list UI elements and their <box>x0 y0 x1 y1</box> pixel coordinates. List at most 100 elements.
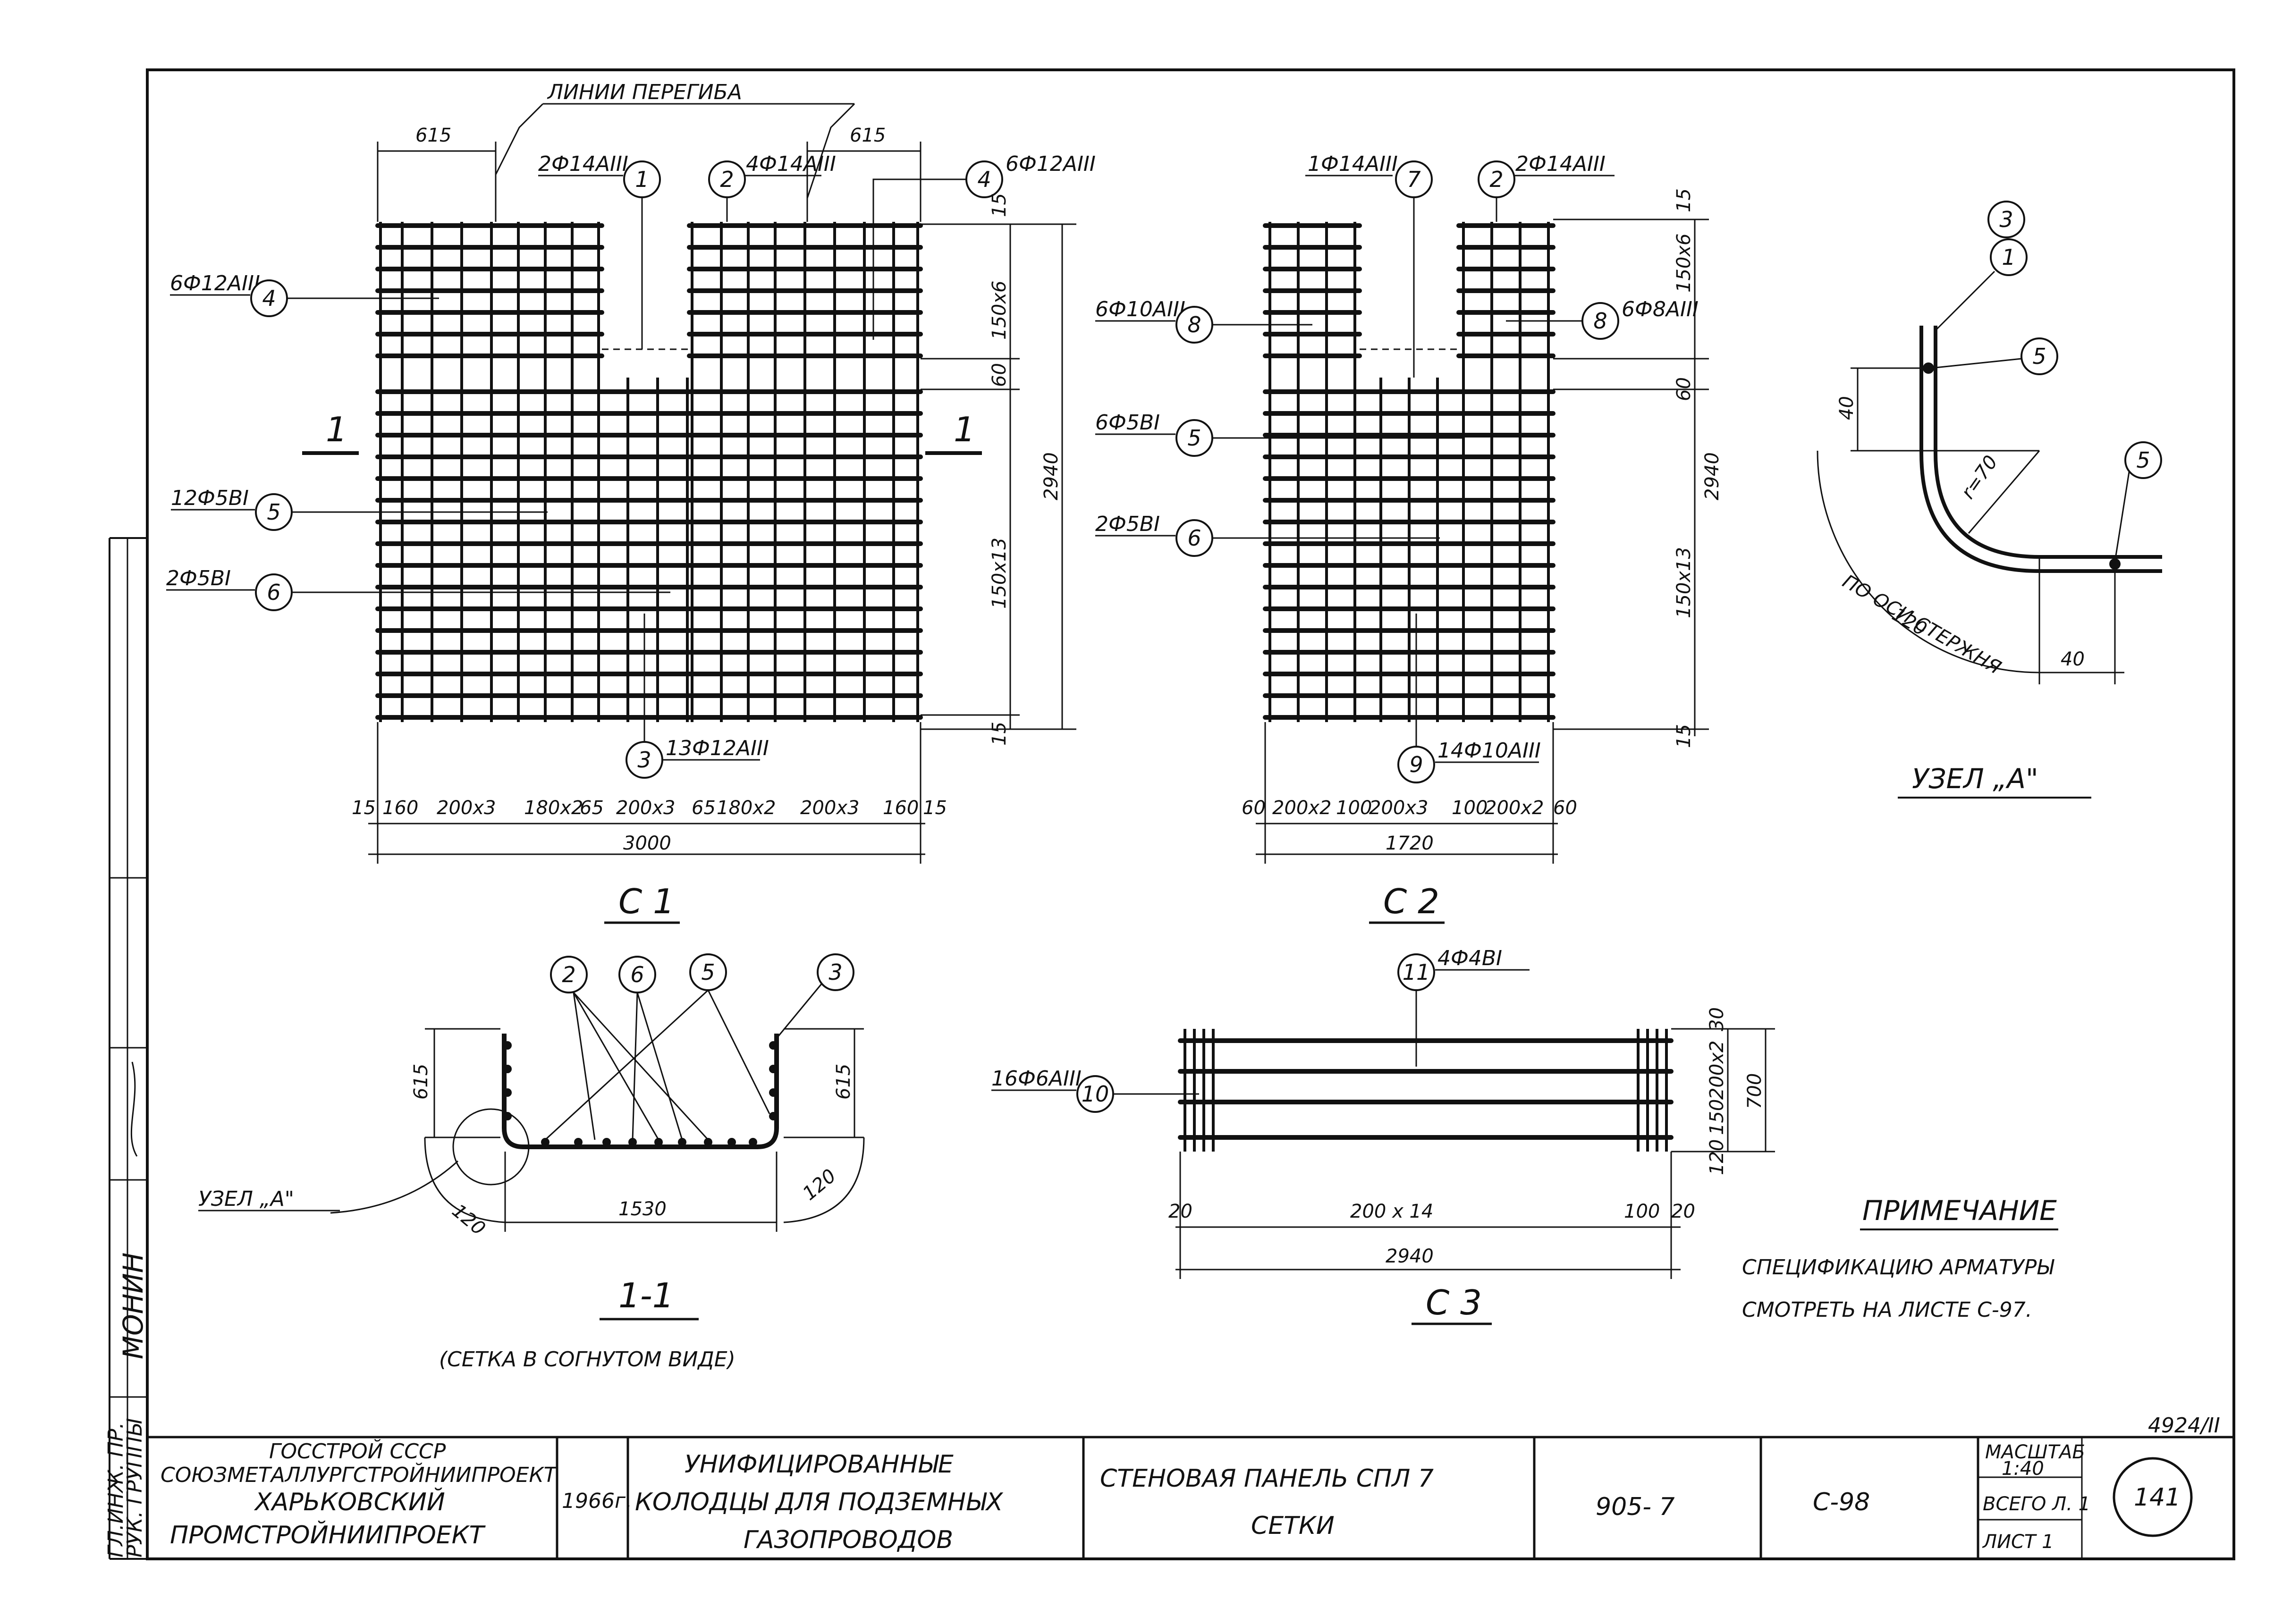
svg-text:6: 6 <box>1187 525 1201 551</box>
c1-section-mark-right: 1 <box>954 410 975 449</box>
c2-dim-b6: 200х2 <box>1485 797 1544 819</box>
tb-project2: КОЛОДЦЫ ДЛЯ ПОДЗЕМНЫХ <box>635 1488 1004 1516</box>
svg-text:8: 8 <box>1593 308 1607 334</box>
c2-dim-b7: 60 <box>1553 797 1577 819</box>
tb-scale-label: МАСШТАБ <box>1985 1441 2085 1463</box>
svg-text:8: 8 <box>1187 312 1201 337</box>
section-title: 1-1 <box>618 1276 674 1315</box>
c3-label-11: 4Ф4ВI <box>1437 946 1502 970</box>
svg-text:11: 11 <box>1403 959 1430 985</box>
tb-org2: СОЮЗМЕТАЛЛУРГСТРОЙНИИПРОЕКТ <box>161 1462 558 1487</box>
c1-dim-right-150x6: 150х6 <box>989 281 1010 340</box>
note: ПРИМЕЧАНИЕ СПЕЦИФИКАЦИЮ АРМАТУРЫ СМОТРЕТ… <box>1742 1195 2058 1322</box>
svg-text:6: 6 <box>267 580 280 605</box>
svg-text:5: 5 <box>2136 447 2150 473</box>
margin-row2: РУК. ГРУППЫ <box>123 1418 147 1557</box>
c1-label-5: 12Ф5ВI <box>171 486 249 510</box>
c1-label-4-right: 6Ф12АIII <box>1006 152 1096 176</box>
svg-text:5: 5 <box>1187 425 1201 451</box>
c1-dim-b10: 160 <box>883 797 919 819</box>
mesh-c3: 11 4Ф4ВI 16Ф6АIII 10 30 200х2 150 120 70… <box>991 946 1775 1325</box>
c2-dim-b1: 60 <box>1242 797 1266 819</box>
c3-dim-r150: 150 <box>1706 1099 1728 1135</box>
svg-text:7: 7 <box>1407 167 1420 192</box>
c1-dim-b11: 15 <box>923 797 947 819</box>
c1-dim-top-left: 615 <box>415 125 451 146</box>
section-1-1: 2 6 5 3 615 615 УЗЕЛ „А" 120 <box>198 953 865 1372</box>
node-a-callout-circle <box>452 1108 530 1186</box>
tb-project1: УНИФИЦИРОВАННЫЕ <box>685 1450 954 1479</box>
note-line1: СПЕЦИФИКАЦИЮ АРМАТУРЫ <box>1742 1255 2054 1279</box>
svg-text:10: 10 <box>1082 1081 1109 1107</box>
node-a-dim-radius: r=70 <box>1957 452 2003 503</box>
tb-project3: ГАЗОПРОВОДОВ <box>744 1526 953 1554</box>
c1-vertical-bars <box>379 222 919 722</box>
sheet-code: 4924/II <box>2148 1414 2220 1438</box>
c1-dim-total: 3000 <box>623 833 671 854</box>
c3-dim-b20b: 20 <box>1671 1201 1695 1222</box>
svg-text:5: 5 <box>267 499 280 525</box>
c1-dim-b8: 180х2 <box>717 797 776 819</box>
c2-label-5: 6Ф5ВI <box>1095 411 1160 435</box>
c3-title: С 3 <box>1426 1283 1482 1322</box>
c3-dim-r200x2: 200х2 <box>1706 1041 1728 1100</box>
c2-vertical-bars <box>1268 222 1550 722</box>
node-a-title: УЗЕЛ „А" <box>1912 763 2038 795</box>
tb-org3: ХАРЬКОВСКИЙ <box>254 1488 445 1516</box>
c2-dim-b5: 100 <box>1452 797 1488 819</box>
c1-dim-b5: 65 <box>580 797 604 819</box>
sheet-frame <box>109 68 2235 1560</box>
signature <box>130 1061 138 1157</box>
section-node-label: УЗЕЛ „А" <box>198 1187 294 1211</box>
tb-sheet-no: ЛИСТ 1 <box>1982 1531 2054 1553</box>
mesh-c2: 1Ф14АIII 7 2 2Ф14АIII 6Ф10АIII 8 8 6Ф8АI… <box>1095 152 1723 924</box>
c1-dim-right-15b: 15 <box>989 722 1010 746</box>
svg-text:2: 2 <box>1489 167 1503 192</box>
node-a-axis-label: ПО ОСИ СТЕРЖНЯ <box>1839 571 2004 679</box>
c2-label-6: 2Ф5ВI <box>1095 512 1160 536</box>
svg-text:2: 2 <box>562 962 575 987</box>
svg-text:4: 4 <box>262 286 276 311</box>
c1-dim-b2: 160 <box>382 797 418 819</box>
c2-dim-b3: 100 <box>1336 797 1372 819</box>
c1-dim-b9: 200х3 <box>800 797 859 819</box>
svg-text:5: 5 <box>701 959 715 985</box>
c2-dim-b4: 200х3 <box>1369 797 1428 819</box>
c2-label-8-left: 6Ф10АIII <box>1095 297 1185 321</box>
tb-org4: ПРОМСТРОЙНИИПРОЕКТ <box>170 1521 486 1549</box>
c2-label-9: 14Ф10АIII <box>1437 739 1541 763</box>
node-a-dot-2 <box>2109 558 2121 570</box>
c1-title: С 1 <box>618 882 675 921</box>
c3-label-10: 16Ф6АIII <box>991 1067 1082 1091</box>
c1-dim-right-2940: 2940 <box>1040 452 1062 500</box>
c2-dim-right-150x6: 150х6 <box>1673 234 1695 293</box>
tb-scale: 1:40 <box>2002 1458 2044 1480</box>
svg-text:5: 5 <box>2032 344 2046 369</box>
node-a-mark-3 <box>1987 201 2025 238</box>
tb-year: 1966г. <box>562 1489 632 1513</box>
c2-dim-right-15b: 15 <box>1673 724 1695 748</box>
section-subtitle: (СЕТКА В СОГНУТОМ ВИДЕ) <box>439 1347 735 1372</box>
c3-horizontal-bars <box>1178 1038 1674 1140</box>
c1-dim-b6: 200х3 <box>616 797 675 819</box>
c1-section-mark-left: 1 <box>326 410 347 449</box>
mesh-c1: ЛИНИИ ПЕРЕГИБА 615 615 2Ф14АIII 1 2 4Ф14… <box>166 80 1096 924</box>
c3-dim-total: 2940 <box>1386 1245 1434 1267</box>
section-dim-bottom: 1530 <box>618 1198 667 1220</box>
section-dim-right615: 615 <box>833 1064 854 1100</box>
c2-label-8-right: 6Ф8АIII <box>1622 297 1699 321</box>
c3-dim-r120: 120 <box>1706 1139 1728 1175</box>
node-a-mark-5a <box>2020 337 2058 375</box>
margin-row1: ГЛ.ИНЖ. ПР. <box>104 1422 128 1557</box>
c2-dim-right-150x13: 150х13 <box>1673 547 1695 618</box>
c3-dim-r700: 700 <box>1744 1073 1766 1109</box>
svg-text:9: 9 <box>1409 752 1423 777</box>
svg-text:1: 1 <box>635 167 649 192</box>
svg-text:3: 3 <box>828 959 842 985</box>
c2-dim-right-2940: 2940 <box>1701 452 1723 500</box>
c1-label-1: 2Ф14АIII <box>538 152 628 176</box>
margin-stamp: ГЛ.ИНЖ. ПР. РУК. ГРУППЫ МОНИН <box>104 1061 149 1557</box>
c2-dim-b2: 200х2 <box>1272 797 1331 819</box>
svg-text:3: 3 <box>637 747 651 773</box>
